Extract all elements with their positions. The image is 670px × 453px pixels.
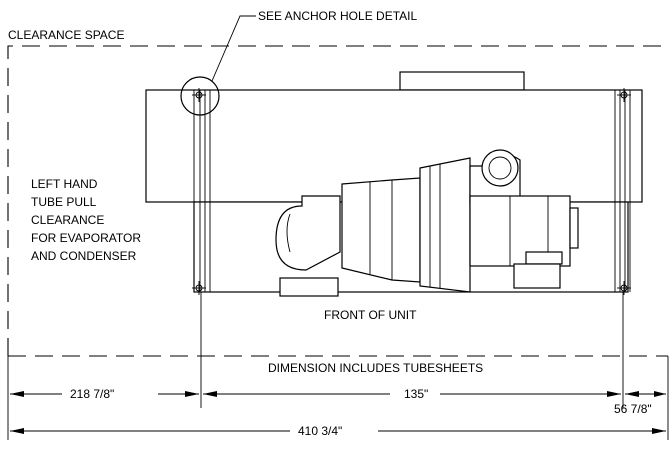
dimension-unit-length: 135" (203, 387, 621, 401)
anchor-hole-top-left (192, 88, 206, 102)
anchor-hole-top-right (617, 88, 631, 102)
dim-overall-text: 410 3/4" (298, 424, 342, 438)
right-tubesheet (614, 90, 631, 292)
dimension-note: DIMENSION INCLUDES TUBESHEETS (268, 361, 483, 375)
dimension-left-clearance: 218 7/8" (10, 387, 199, 401)
anchor-detail-label: SEE ANCHOR HOLE DETAIL (258, 9, 417, 23)
dim-right-clearance-text: 56 7/8" (614, 402, 652, 416)
compressor-assembly (275, 149, 579, 297)
anchor-detail-callout (180, 76, 220, 116)
dimension-right-clearance: 56 7/8" (614, 391, 666, 416)
left-clearance-line-4: FOR EVAPORATOR (31, 231, 141, 245)
anchor-detail-leader (211, 15, 256, 82)
left-clearance-line-3: CLEARANCE (31, 213, 104, 227)
dimension-overall: 410 3/4" (10, 424, 666, 438)
anchor-hole-bottom-left (192, 281, 206, 295)
top-box (399, 71, 525, 91)
left-clearance-note: LEFT HAND TUBE PULL CLEARANCE FOR EVAPOR… (31, 177, 141, 263)
anchor-hole-bottom-right (617, 281, 631, 295)
left-clearance-line-2: TUBE PULL (31, 195, 97, 209)
left-tubesheet (193, 90, 211, 292)
clearance-space-label: CLEARANCE SPACE (8, 28, 124, 42)
left-clearance-line-1: LEFT HAND (31, 177, 98, 191)
dim-unit-length-text: 135" (404, 387, 428, 401)
dim-left-clearance-text: 218 7/8" (70, 387, 114, 401)
front-of-unit-label: FRONT OF UNIT (324, 308, 417, 322)
clearance-boundary (7, 45, 668, 356)
left-clearance-line-5: AND CONDENSER (31, 249, 137, 263)
